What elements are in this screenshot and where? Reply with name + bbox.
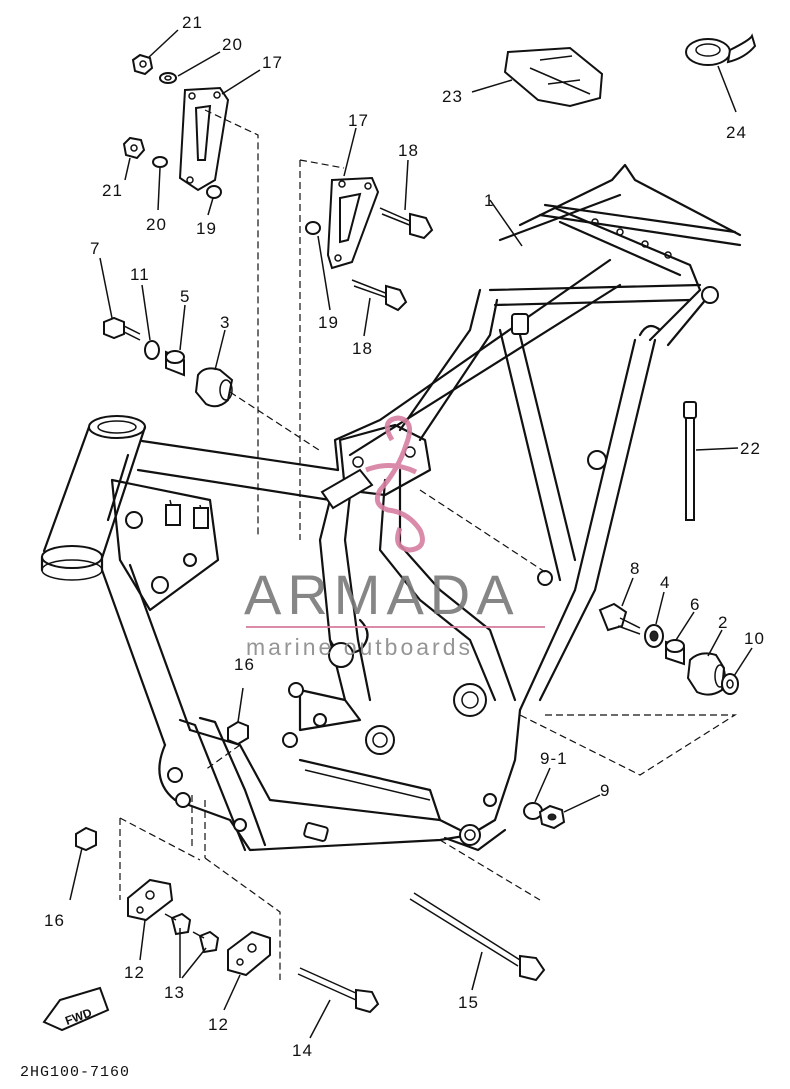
callout-16-lower: 16 — [44, 911, 65, 930]
callout-4: 4 — [660, 573, 670, 592]
assembly-lines — [119, 109, 738, 980]
callout-11: 11 — [130, 265, 150, 284]
callout-8: 8 — [630, 559, 640, 578]
callout-21-top: 21 — [182, 13, 203, 32]
callout-21-lower: 21 — [102, 181, 123, 200]
callout-18-lower: 18 — [352, 339, 373, 358]
part-18-bolt-lower — [351, 279, 408, 312]
part-2-damper — [686, 652, 726, 696]
callout-17-left: 17 — [262, 53, 283, 72]
callout-7: 7 — [90, 239, 100, 258]
part-15-pivot-bolt — [409, 892, 546, 982]
part-12-bracket-left — [127, 878, 174, 922]
frame-assembly — [40, 163, 742, 852]
part-19-washer-right — [305, 221, 321, 235]
callout-15: 15 — [458, 993, 479, 1012]
callout-12-left: 12 — [124, 963, 145, 982]
part-22-cable-tie — [683, 401, 697, 521]
part-14-bolt — [297, 967, 380, 1014]
callout-17-right: 17 — [348, 111, 369, 130]
callout-14: 14 — [292, 1041, 313, 1060]
callout-1: 1 — [484, 191, 494, 210]
callout-2: 2 — [718, 613, 728, 632]
callout-9: 9 — [600, 781, 610, 800]
callout-9-1: 9-1 — [540, 749, 568, 768]
part-6-collar — [665, 639, 685, 666]
part-17-bracket-right — [326, 176, 380, 270]
callout-20-lower: 20 — [146, 215, 167, 234]
callout-16-centre: 16 — [234, 655, 255, 674]
part-7-bolt — [103, 316, 141, 341]
callout-3: 3 — [220, 313, 230, 332]
fwd-direction-badge: FWD — [42, 986, 110, 1032]
part-9-1-washer — [523, 802, 543, 820]
callout-22: 22 — [740, 439, 761, 458]
head-pipe — [40, 415, 147, 581]
callout-23: 23 — [442, 87, 463, 106]
part-16-nut-lower — [75, 826, 97, 852]
part-11-washer — [144, 340, 160, 360]
callout-13: 13 — [164, 983, 185, 1002]
callout-20-top: 20 — [222, 35, 243, 54]
armada-logo-mark — [365, 415, 425, 553]
part-13-bolts — [164, 912, 220, 954]
part-20-washer-lower — [152, 156, 168, 168]
part-18-bolt-upper — [379, 207, 434, 240]
part-12-bracket-right — [227, 930, 271, 977]
part-3-damper — [194, 367, 234, 408]
part-21-nut-upper — [131, 53, 154, 76]
callout-19-left: 19 — [196, 219, 217, 238]
callout-12-right: 12 — [208, 1015, 229, 1034]
part-9-nut — [538, 804, 566, 830]
callout-5: 5 — [180, 287, 190, 306]
watermark-subtitle: marine outboards — [246, 634, 473, 660]
diagram-code: 2HG100-7160 — [20, 1064, 130, 1081]
part-5-collar — [165, 350, 185, 377]
part-21-nut-lower — [122, 136, 146, 160]
callout-10: 10 — [744, 629, 765, 648]
part-24-clamp — [685, 33, 757, 66]
callout-numbers: 21 20 17 21 20 19 17 18 19 18 7 11 5 3 1… — [44, 13, 765, 1060]
part-19-washer-left — [206, 185, 222, 199]
callout-19-right: 19 — [318, 313, 339, 332]
part-10-washer — [721, 673, 739, 695]
callout-18-upper: 18 — [398, 141, 419, 160]
callout-24: 24 — [726, 123, 747, 142]
part-17-bracket-left — [178, 86, 230, 192]
callout-6: 6 — [690, 595, 700, 614]
part-20-washer-upper — [159, 72, 177, 84]
part-23-pad — [503, 46, 604, 108]
watermark-brand: ARMADA — [244, 563, 520, 626]
part-16-nut-centre — [227, 720, 249, 746]
part-8-bolt — [598, 602, 641, 635]
leader-lines — [69, 29, 753, 1039]
part-4-washer — [644, 624, 664, 648]
armada-watermark: ARMADA marine outboards — [244, 415, 545, 660]
